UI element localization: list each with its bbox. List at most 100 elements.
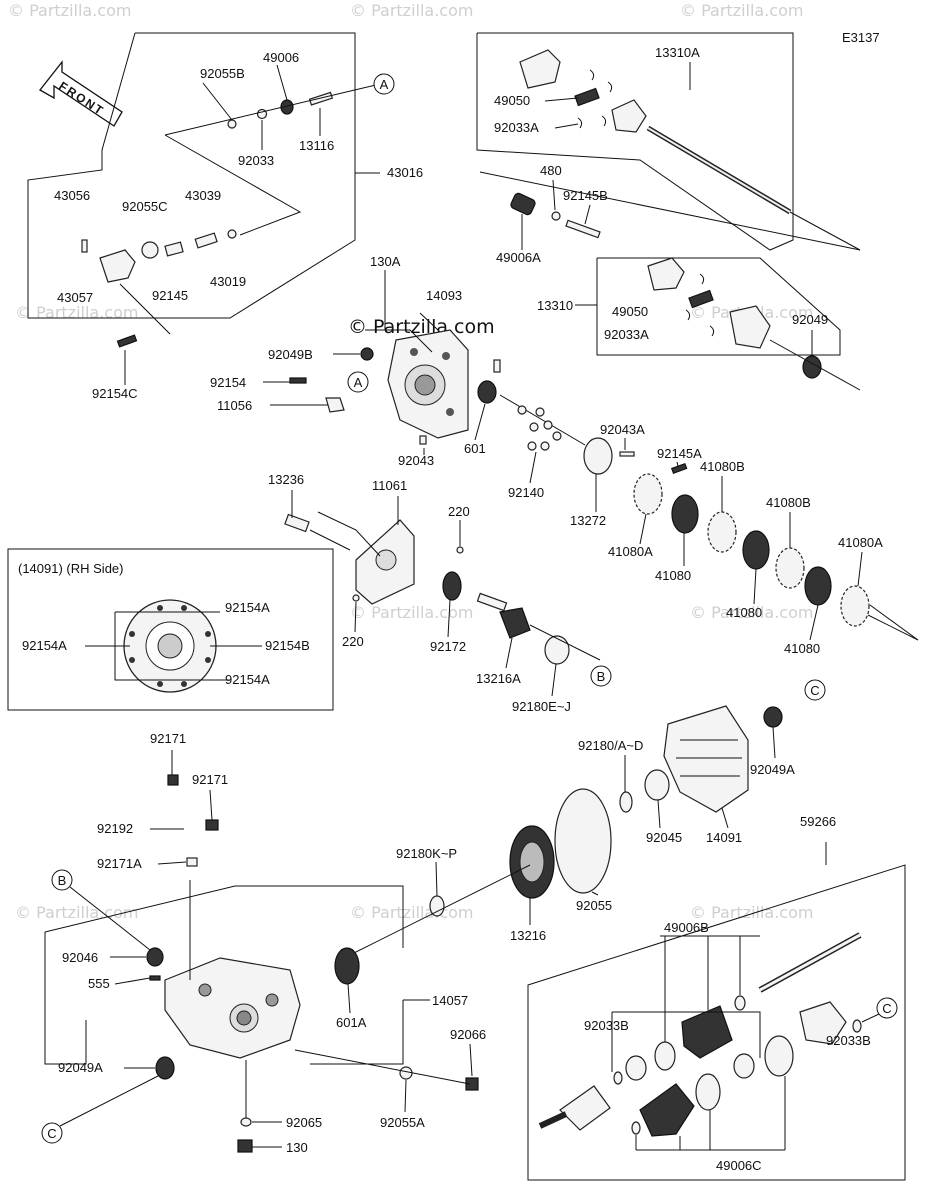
label-92140: 92140 — [508, 485, 544, 500]
label-41080B-1: 41080B — [700, 459, 745, 474]
callout-c: C — [804, 679, 826, 701]
watermark-center: © Partzilla.com — [348, 316, 495, 338]
callout-a: A — [373, 73, 395, 95]
label-92154C: 92154C — [92, 386, 138, 401]
group-59266 — [527, 842, 906, 1181]
watermark: © Partzilla.com — [15, 303, 138, 322]
ring-480 — [551, 211, 561, 221]
label-92043A: 92043A — [600, 422, 645, 437]
yoke-rear — [611, 99, 647, 133]
label-13272: 13272 — [570, 513, 606, 528]
boot-49006B — [681, 1005, 733, 1059]
label-49006B: 49006B — [664, 920, 709, 935]
cover-14091 — [663, 705, 749, 813]
label-92049: 92049 — [792, 312, 828, 327]
label-13216A: 13216A — [476, 671, 521, 686]
o-ring-92055B — [227, 119, 237, 129]
label-220-a: 220 — [448, 504, 470, 519]
label-13236: 13236 — [268, 472, 304, 487]
label-13310: 13310 — [537, 298, 573, 313]
bearing-cage-a — [625, 1055, 647, 1081]
pin-92043 — [493, 359, 501, 373]
watermark: © Partzilla.com — [680, 1, 803, 20]
label-92180K-P: 92180K~P — [396, 846, 457, 861]
bearing-601 — [477, 380, 497, 404]
label-13310A: 13310A — [655, 45, 700, 60]
spring-92145A — [670, 462, 688, 474]
group-49006A — [510, 192, 601, 239]
rh-side-inset: (14091) (RH Side) — [7, 548, 334, 711]
label-41080-b: 41080 — [726, 605, 762, 620]
pin-555 — [149, 975, 161, 981]
washer-43019 — [227, 229, 237, 239]
shim-92180K-P — [429, 895, 445, 917]
group-11061 — [284, 511, 464, 605]
watermark: © Partzilla.com — [8, 1, 131, 20]
cross-joint-49050 — [574, 87, 600, 107]
label-92043: 92043 — [398, 453, 434, 468]
label-92154A-b: 92154A — [22, 638, 67, 653]
group-14057 — [44, 880, 479, 1153]
label-14057: 14057 — [432, 993, 468, 1008]
label-92154A-c: 92154A — [225, 672, 270, 687]
label-11056: 11056 — [217, 398, 252, 413]
label-92145: 92145 — [152, 288, 188, 303]
front-arrow: FRONT — [39, 60, 123, 127]
plate-41080B-1 — [707, 511, 737, 553]
disc-41080-1 — [671, 494, 699, 534]
label-43057: 43057 — [57, 290, 93, 305]
label-220-b: 220 — [342, 634, 364, 649]
circlip-92033B-b — [852, 1019, 862, 1033]
watermark: © Partzilla.com — [15, 903, 138, 922]
label-13116: 13116 — [299, 138, 334, 153]
o-ring-92055A — [399, 1066, 413, 1080]
label-92154A-a: 92154A — [225, 600, 270, 615]
label-43016: 43016 — [387, 165, 423, 180]
label-59266: 59266 — [800, 814, 836, 829]
bolt-130 — [237, 1139, 253, 1153]
label-92171A: 92171A — [97, 856, 142, 871]
shaft-13116 — [308, 91, 334, 106]
label-43056: 43056 — [54, 188, 90, 203]
callout-c-label: C — [810, 683, 819, 698]
clutch-pack — [583, 437, 919, 641]
pinion-gear-13216A — [499, 607, 531, 639]
label-92180E-J: 92180E~J — [512, 699, 571, 714]
watermark: © Partzilla.com — [690, 903, 813, 922]
callout-c-3: C — [861, 997, 898, 1023]
bearing-92045 — [644, 769, 670, 801]
callout-a-label: A — [380, 77, 389, 92]
callout-c-label: C — [882, 1001, 891, 1016]
label-92045: 92045 — [646, 830, 682, 845]
seal-92049A-bottom — [155, 1056, 175, 1080]
label-14093: 14093 — [426, 288, 462, 303]
label-49006A: 49006A — [496, 250, 541, 265]
label-92033B-b: 92033B — [826, 1033, 871, 1048]
label-43019: 43019 — [210, 274, 246, 289]
watermark: © Partzilla.com — [350, 903, 473, 922]
label-92055B: 92055B — [200, 66, 245, 81]
seal-92049A-top — [763, 706, 783, 728]
pin-92043b — [419, 435, 427, 445]
seal-92172 — [442, 571, 462, 601]
label-92055A: 92055A — [380, 1115, 425, 1130]
boot-49006C — [639, 1083, 695, 1137]
cross-joint-49050-b — [688, 289, 714, 309]
circlip-92033B-a — [613, 1071, 623, 1085]
group-pinion — [442, 571, 601, 665]
callout-b: B — [590, 665, 612, 687]
band-49006B — [654, 1041, 676, 1071]
disc-41080-2 — [742, 530, 770, 570]
group-43016 — [27, 32, 381, 348]
spring-92145 — [164, 241, 184, 257]
case-14057 — [164, 957, 301, 1059]
label-92154: 92154 — [210, 375, 246, 390]
boot-49006A — [510, 192, 536, 216]
figure-code: E3137 — [842, 30, 880, 45]
label-92049B: 92049B — [268, 347, 313, 362]
label-92171-a: 92171 — [150, 731, 186, 746]
dowel-220b — [352, 594, 360, 602]
disc-41080-3 — [804, 566, 832, 606]
label-92065: 92065 — [286, 1115, 322, 1130]
